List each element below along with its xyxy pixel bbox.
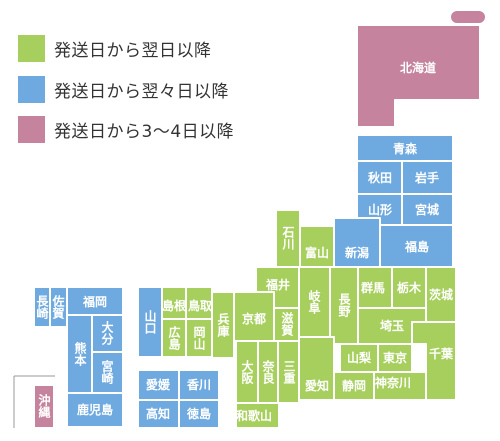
label-ehime: 愛媛: [146, 377, 171, 392]
label-nagasaki: 長崎: [35, 294, 49, 320]
label-ishikawa: 石川: [281, 226, 295, 250]
label-fukuoka: 福岡: [82, 294, 107, 309]
green-swatch: [18, 35, 45, 62]
label-aichi: 愛知: [305, 378, 329, 393]
label-shiga: 滋賀: [280, 311, 294, 337]
label-tokushima: 徳島: [186, 406, 211, 421]
label-shimane: 島根: [162, 298, 186, 313]
region-tokushima: [178, 399, 220, 429]
region-iwate: [401, 160, 454, 195]
okinawa-inset-frame: [13, 375, 55, 428]
blue-swatch: [18, 76, 45, 103]
label-yamaguchi: 山口: [143, 309, 157, 335]
label-fukushima: 福島: [404, 239, 429, 254]
region-miyazaki: [91, 351, 124, 394]
label-akita: 秋田: [368, 170, 392, 185]
legend-item-two-days: 発送日から翌々日以降: [18, 76, 229, 103]
label-kagawa: 香川: [186, 377, 211, 392]
label-hiroshima: 広島: [167, 325, 181, 351]
legend-label: 発送日から翌々日以降: [54, 82, 229, 102]
region-okinawa: [33, 384, 55, 429]
label-iwate: 岩手: [414, 170, 439, 185]
legend-label: 発送日から3〜4日以降: [54, 122, 235, 142]
region-ishikawa: [275, 209, 301, 268]
label-yamanashi: 山梨: [347, 350, 371, 365]
label-chiba: 千葉: [429, 346, 454, 361]
hokkaido-islet: [449, 9, 487, 25]
label-fukui: 福井: [265, 277, 290, 292]
region-wakayama: [235, 402, 280, 429]
region-gifu: [298, 266, 331, 338]
region-mie: [277, 340, 300, 404]
label-kagoshima: 鹿児島: [77, 402, 113, 417]
label-nagano: 長野: [337, 292, 351, 318]
region-toyama: [299, 225, 335, 268]
label-hokkaido: 北海道: [400, 60, 436, 75]
label-saga: 佐賀: [51, 294, 65, 320]
label-yamagata: 山形: [368, 202, 392, 217]
label-niigata: 新潟: [345, 245, 369, 260]
label-osaka: 大阪: [240, 359, 254, 385]
label-tokyo: 東京: [383, 350, 407, 365]
label-mie: 三重: [282, 360, 296, 384]
region-aichi: [298, 336, 335, 401]
region-nagano: [329, 266, 359, 345]
pink-swatch: [18, 116, 45, 143]
label-nara: 奈良: [261, 359, 275, 385]
legend-item-three-four-days: 発送日から3〜4日以降: [18, 116, 234, 143]
region-ibaraki: [425, 266, 457, 323]
region-fukuoka: [66, 286, 124, 316]
label-toyama: 富山: [305, 245, 329, 260]
label-wakayama: 和歌山: [235, 408, 272, 423]
label-hyogo: 兵庫: [216, 312, 230, 338]
region-miyagi: [401, 193, 454, 226]
region-kagoshima: [66, 392, 124, 428]
label-miyagi: 宮城: [415, 202, 439, 217]
label-saitama: 埼玉: [380, 318, 404, 333]
region-yamaguchi: [137, 286, 163, 358]
legend-label: 発送日から翌日以降: [54, 41, 212, 61]
region-hokkaido: [356, 24, 481, 128]
label-kochi: 高知: [146, 406, 170, 421]
label-kumamoto: 熊本: [73, 341, 87, 367]
label-tochigi: 栃木: [397, 280, 422, 295]
label-gunma: 群馬: [360, 280, 385, 295]
region-kagawa: [178, 369, 220, 401]
label-tottori: 鳥取: [188, 298, 212, 313]
label-shizuoka: 静岡: [342, 378, 366, 393]
region-kochi: [137, 399, 180, 429]
label-oita: 大分: [100, 320, 114, 346]
label-gifu: 岐阜: [307, 289, 321, 315]
label-okayama: 岡山: [192, 326, 206, 351]
label-okinawa: 沖縄: [37, 393, 51, 418]
label-miyazaki: 宮崎: [100, 359, 114, 385]
region-shizuoka: [333, 371, 375, 401]
legend-item-next-day: 発送日から翌日以降: [18, 35, 212, 62]
label-kyoto: 京都: [242, 311, 266, 326]
label-ibaraki: 茨城: [429, 287, 453, 302]
label-aomori: 青森: [393, 141, 418, 156]
region-kanagawa: [373, 371, 427, 401]
label-kanagawa: 神奈川: [375, 375, 411, 390]
region-okayama: [185, 318, 213, 358]
